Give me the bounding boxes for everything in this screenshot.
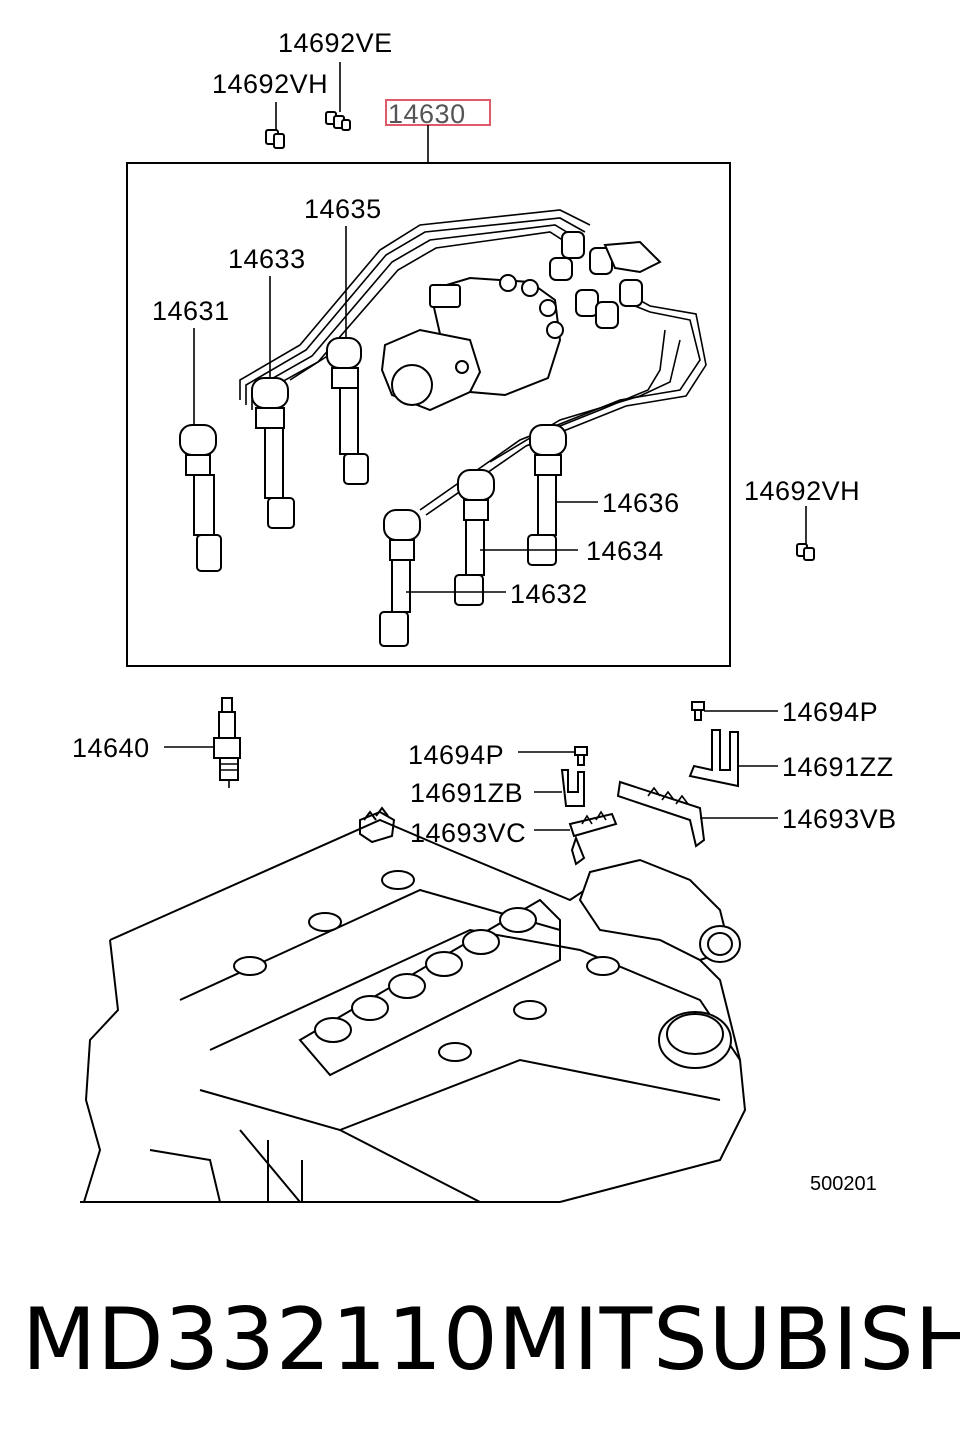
label-14631[interactable]: 14631 xyxy=(152,296,230,326)
cable-boot-14631[interactable] xyxy=(179,424,222,572)
label-14632[interactable]: 14632 xyxy=(510,579,588,609)
label-14693VC[interactable]: 14693VC xyxy=(410,818,526,848)
engine-head-illustration xyxy=(80,806,747,1203)
cable-boot-14633[interactable] xyxy=(251,377,295,529)
wire-clamp-14693VC[interactable] xyxy=(568,810,618,866)
label-14691ZZ[interactable]: 14691ZZ xyxy=(782,752,894,782)
label-14640[interactable]: 14640 xyxy=(72,733,150,763)
clip-14692VE-part[interactable] xyxy=(325,62,351,131)
wire-clamp-14693VB[interactable] xyxy=(616,780,706,848)
label-14630[interactable]: 14630 xyxy=(388,99,466,129)
cable-boot-14636[interactable] xyxy=(527,424,567,566)
bracket-14691ZB[interactable] xyxy=(560,769,585,807)
spark-plug-cable-set-box[interactable] xyxy=(126,162,731,667)
label-14692VE[interactable]: 14692VE xyxy=(278,28,393,58)
label-14692VH-right[interactable]: 14692VH xyxy=(744,476,860,506)
cable-boot-14632[interactable] xyxy=(379,509,421,647)
label-14635[interactable]: 14635 xyxy=(304,194,382,224)
label-14694P-right[interactable]: 14694P xyxy=(782,697,878,727)
label-14691ZB[interactable]: 14691ZB xyxy=(410,778,523,808)
label-14633[interactable]: 14633 xyxy=(228,244,306,274)
highlight-box-14630 xyxy=(385,99,491,126)
distributor-cap xyxy=(380,274,564,412)
drawing-code: 500201 xyxy=(810,1173,877,1195)
wire-holders xyxy=(549,231,662,329)
clip-14692VH-top-part[interactable] xyxy=(265,102,285,149)
clip-14692VH-right-part[interactable] xyxy=(796,506,815,561)
brand-name: MITSUBISHI xyxy=(498,1290,960,1390)
spark-plug-14640[interactable] xyxy=(213,697,241,788)
part-number: MD332110 xyxy=(22,1290,499,1390)
label-14692VH-top[interactable]: 14692VH xyxy=(212,69,328,99)
bolt-14694P-center[interactable] xyxy=(574,746,588,766)
bolt-14694P-right[interactable] xyxy=(691,701,705,721)
cable-boot-14634[interactable] xyxy=(454,469,495,606)
footer: MD332110 MITSUBISHI xyxy=(0,1290,960,1390)
label-14636[interactable]: 14636 xyxy=(602,488,680,518)
label-14694P-center[interactable]: 14694P xyxy=(408,740,504,770)
label-14634[interactable]: 14634 xyxy=(586,536,664,566)
label-14693VB[interactable]: 14693VB xyxy=(782,804,897,834)
bracket-14691ZZ[interactable] xyxy=(688,729,739,788)
cable-boot-14635[interactable] xyxy=(326,337,369,485)
